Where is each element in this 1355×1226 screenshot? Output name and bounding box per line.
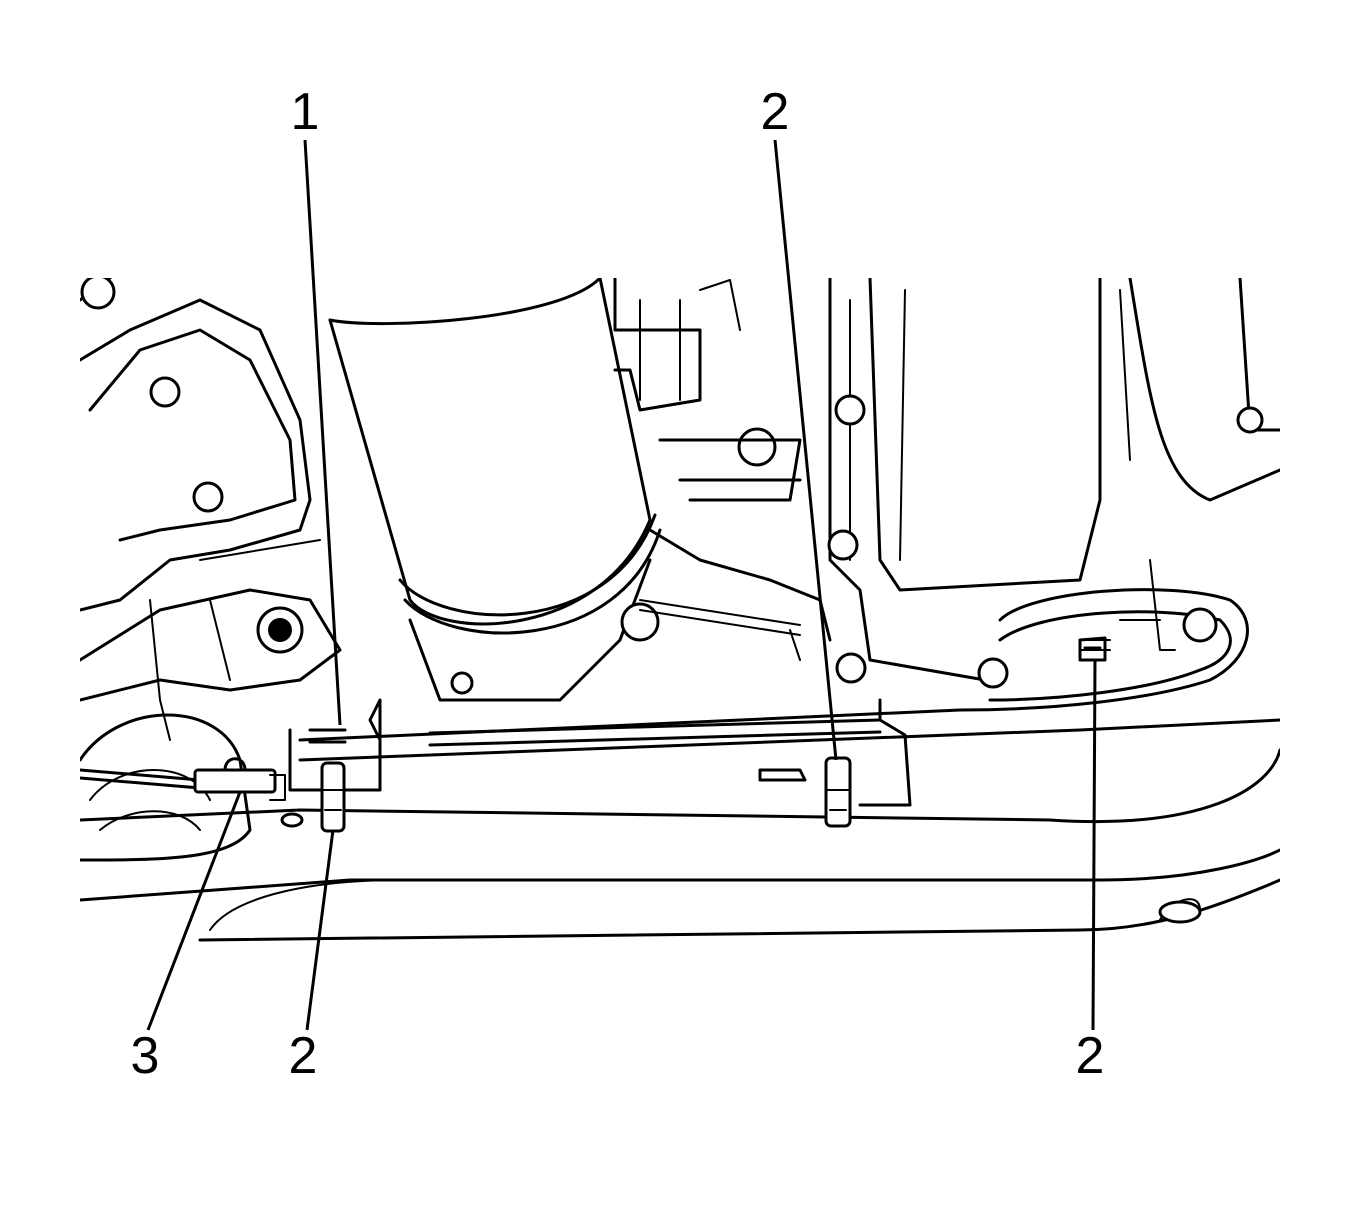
leader-line-2-bottom-left: [305, 829, 335, 1031]
bolt-head: [149, 376, 181, 408]
line-clip-left-detail: [321, 789, 345, 811]
floor-pan-lower: [80, 848, 1280, 902]
tank-fittings: [1079, 559, 1176, 651]
connector-end: [269, 774, 286, 801]
floor-pan-top: [298, 718, 1280, 762]
line-clip-center-detail: [825, 789, 851, 811]
line-clip-center: [824, 756, 852, 828]
leader-line-3: [146, 791, 242, 1031]
clip-tab: [758, 768, 807, 782]
left-arm: [80, 588, 342, 702]
fuel-tank-outline: [298, 588, 1249, 742]
line-bracket-left: [288, 698, 382, 792]
center-mount: [613, 278, 702, 412]
left-bracket: [80, 278, 312, 612]
heat-shield-left: [828, 278, 987, 682]
line-bracket-right: [858, 698, 912, 807]
line-clip-right: [1078, 636, 1107, 662]
callout-label-3: 3: [130, 1027, 160, 1085]
floor-rib: [209, 879, 1201, 931]
converter-body: [328, 278, 652, 626]
connector-tab: [223, 757, 247, 772]
bolt-head: [834, 394, 866, 426]
hose-connector: [193, 768, 277, 794]
bolt-head: [1236, 406, 1264, 434]
center-mount-detail: [639, 279, 741, 401]
callout-label-2-bottom-left: 2: [288, 1027, 318, 1085]
bolt-head: [977, 657, 1009, 689]
callout-label-2-bottom-right: 2: [1075, 1027, 1105, 1085]
fuel-pump-cap: [1182, 607, 1218, 643]
floor-pan-bottom: [198, 878, 1280, 942]
bolt-head: [737, 427, 777, 467]
bolt-head: [450, 671, 474, 695]
center-crossmember: [648, 438, 832, 642]
left-bracket-inner: [88, 328, 297, 542]
drain-hole: [280, 812, 304, 828]
right-suspension: [1128, 278, 1280, 502]
converter-band: [398, 513, 662, 635]
bolt-head: [835, 652, 867, 684]
shield-rib: [849, 289, 1131, 561]
bolt-head: [620, 602, 660, 642]
fuel-brake-line: [308, 718, 882, 735]
rod: [639, 599, 801, 661]
converter-top: [328, 278, 602, 326]
fuel-tank-inner: [988, 610, 1232, 702]
bolt-head: [827, 529, 859, 561]
left-arm-detail: [149, 539, 321, 741]
line-clip-left: [320, 761, 346, 833]
floor-pan-edge: [80, 748, 1280, 824]
callout-label-1: 1: [290, 83, 320, 141]
hose: [80, 768, 202, 790]
leader-line-1: [303, 139, 342, 726]
callout-label-2-top: 2: [760, 83, 790, 141]
heat-shield-right: [868, 278, 1102, 592]
bolt-head: [80, 278, 116, 310]
leader-line-2-bottom-right: [1091, 659, 1097, 1031]
bolt-head: [192, 481, 224, 513]
leader-line-2-top: [773, 139, 838, 761]
fuel-brake-line-lower: [308, 730, 882, 747]
vehicle-underbody: [80, 278, 1280, 942]
bolt-center: [268, 618, 292, 642]
hook: [1158, 900, 1202, 924]
